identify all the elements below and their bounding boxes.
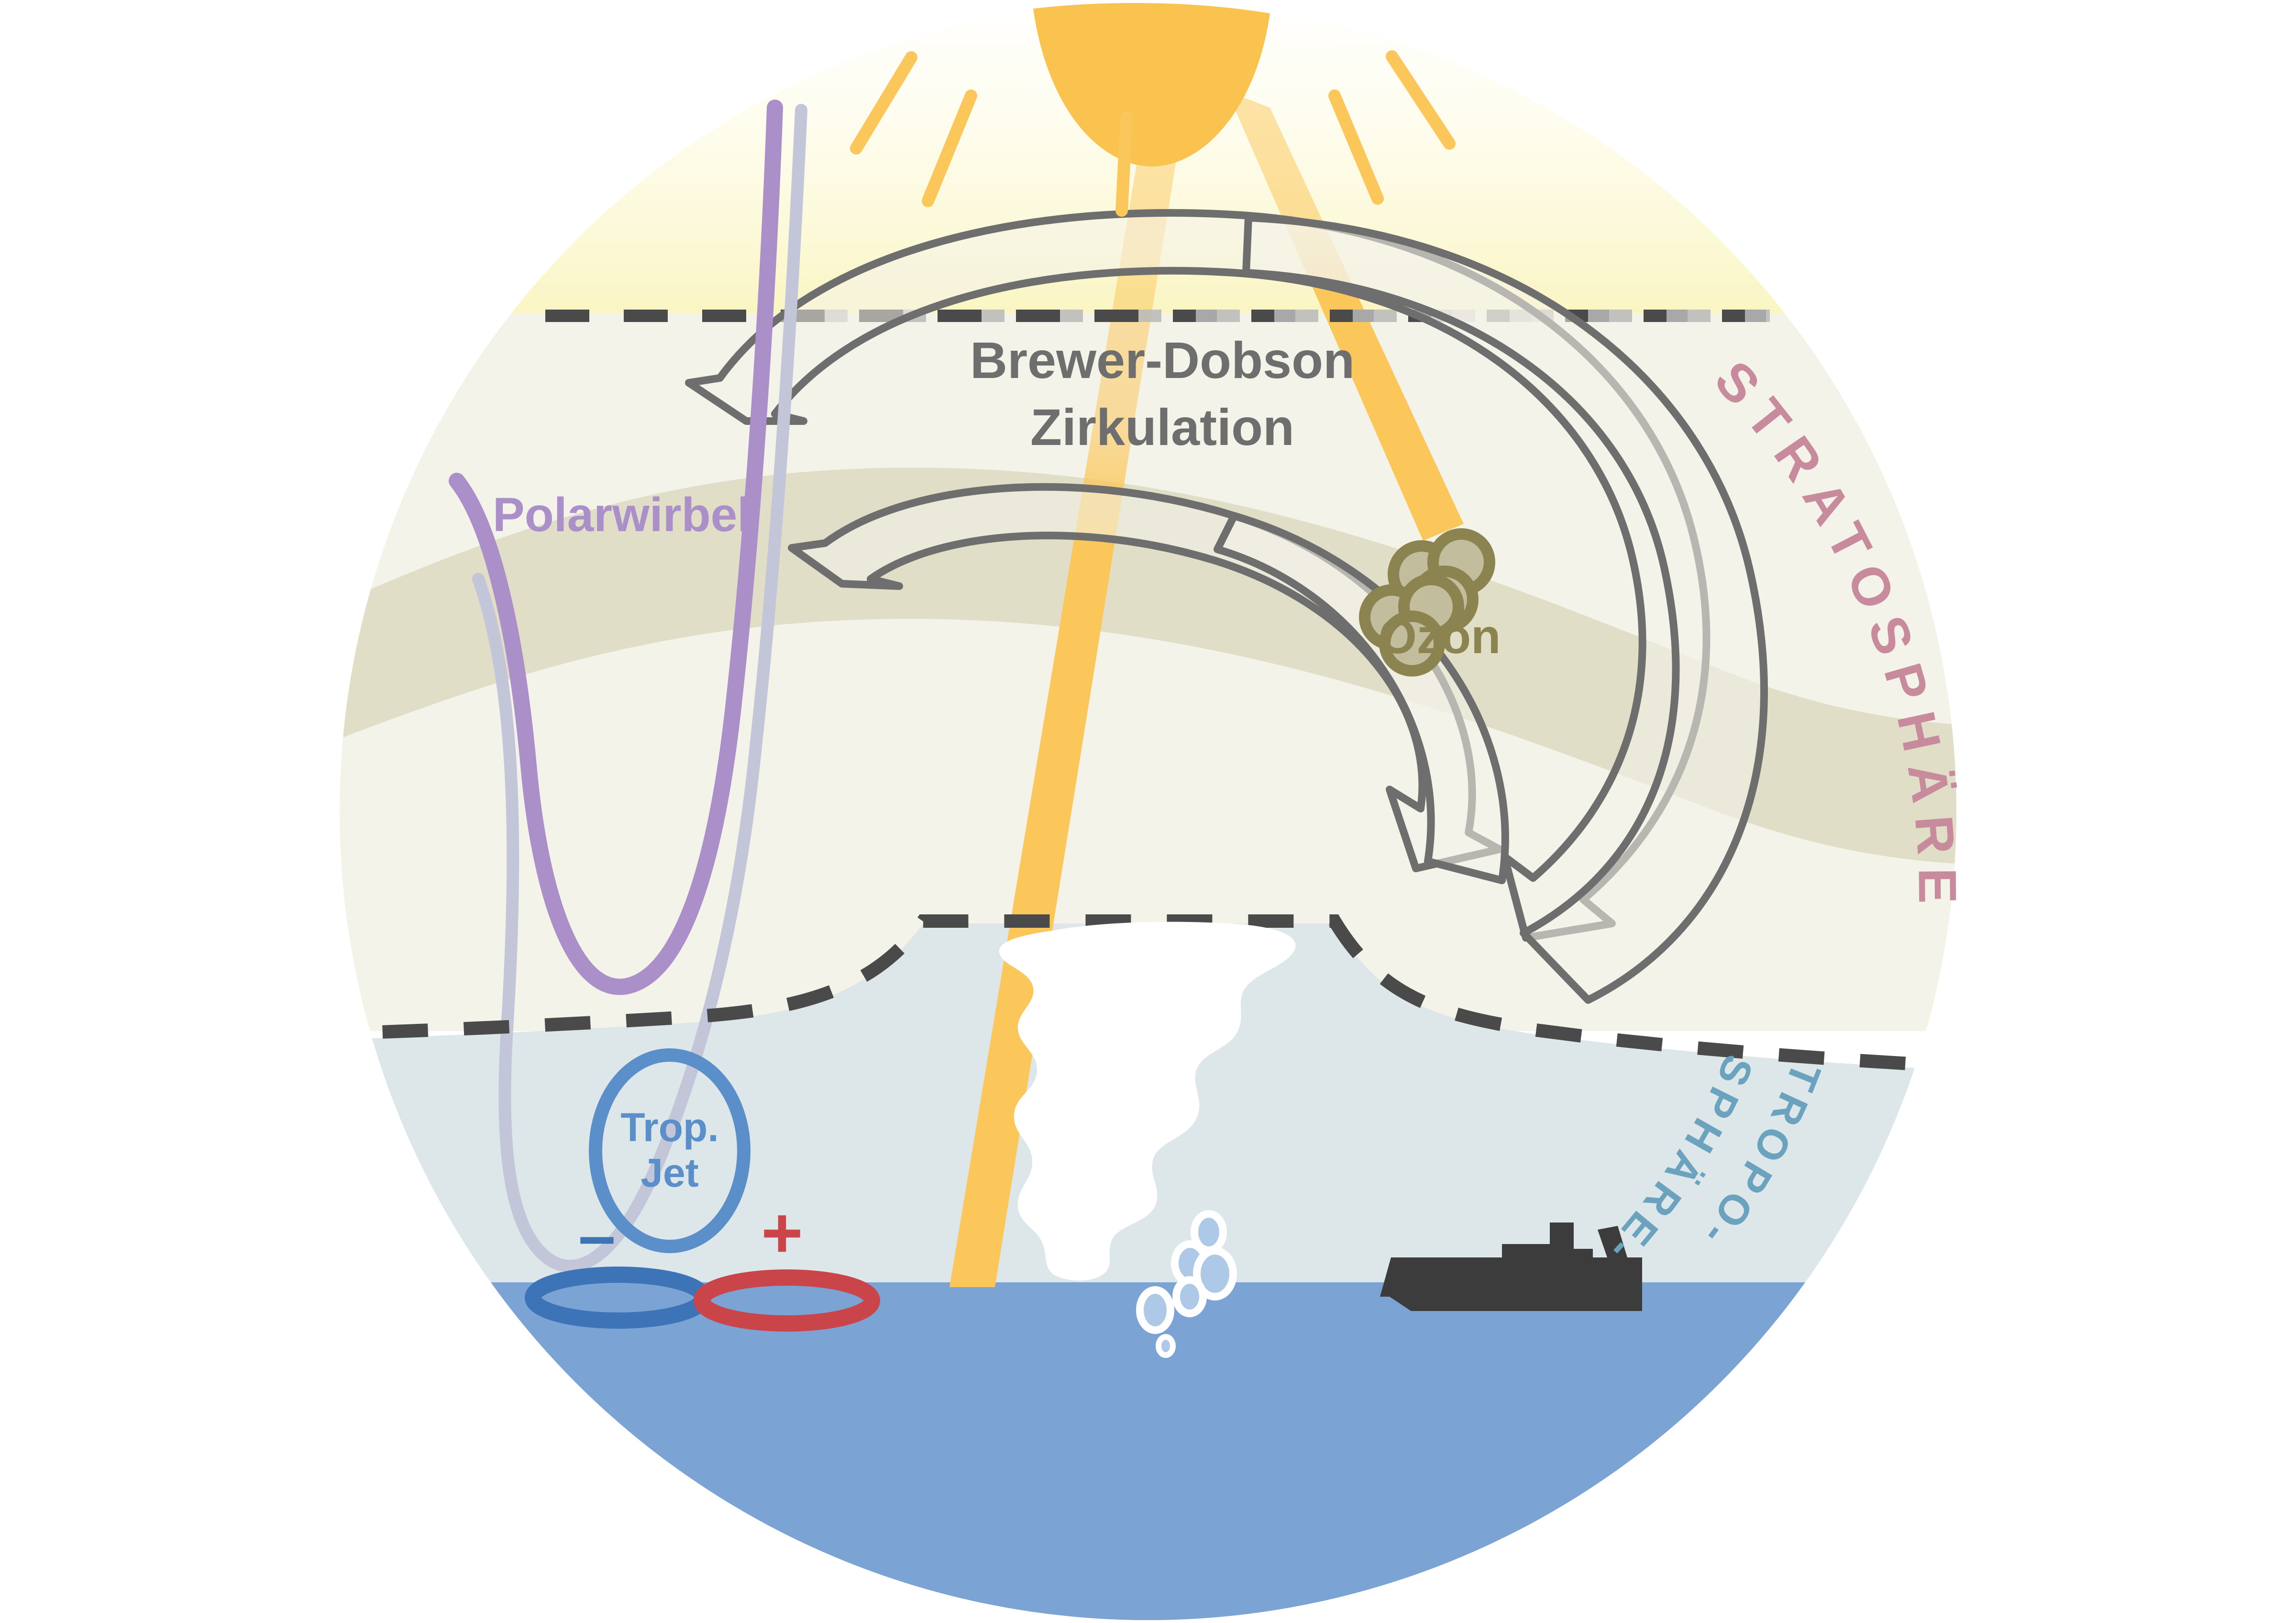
jet-label-line2: Jet xyxy=(640,1150,698,1195)
polar-vortex-inner-strand xyxy=(449,100,783,995)
ship-silhouette xyxy=(1380,1223,1642,1311)
sun-ray-central-long xyxy=(949,96,1186,1287)
brewer-dobson-label-line2: Zirkulation xyxy=(1030,398,1294,456)
brewer-dobson-outer-tail xyxy=(1242,214,1768,1004)
ocean-layer xyxy=(340,1282,1956,1620)
anomaly-positive-sign: + xyxy=(761,1192,803,1273)
tropopause-boundary-dashed xyxy=(340,914,1956,1087)
sun-disc xyxy=(1033,3,1270,167)
ozone-label: Ozon xyxy=(1379,609,1501,664)
convective-cloud-anvil xyxy=(999,922,1296,1281)
jet-label-line1: Trop. xyxy=(620,1105,718,1150)
ozone-molecule-2 xyxy=(1359,574,1464,677)
tropospheric-jet-ellipse xyxy=(589,1048,751,1253)
sun-group xyxy=(850,3,1456,217)
bubbles-group xyxy=(1136,1210,1237,1358)
pressure-anomaly-positive-ring xyxy=(694,1269,880,1332)
polar-vortex-outer-strand xyxy=(472,104,807,1272)
sun-ray-spokes xyxy=(850,50,1456,217)
brewer-dobson-label-line1: Brewer-Dobson xyxy=(970,331,1355,389)
polar-vortex-label: Polarwirbel xyxy=(493,488,751,542)
anomaly-negative-sign: – xyxy=(578,1198,616,1273)
